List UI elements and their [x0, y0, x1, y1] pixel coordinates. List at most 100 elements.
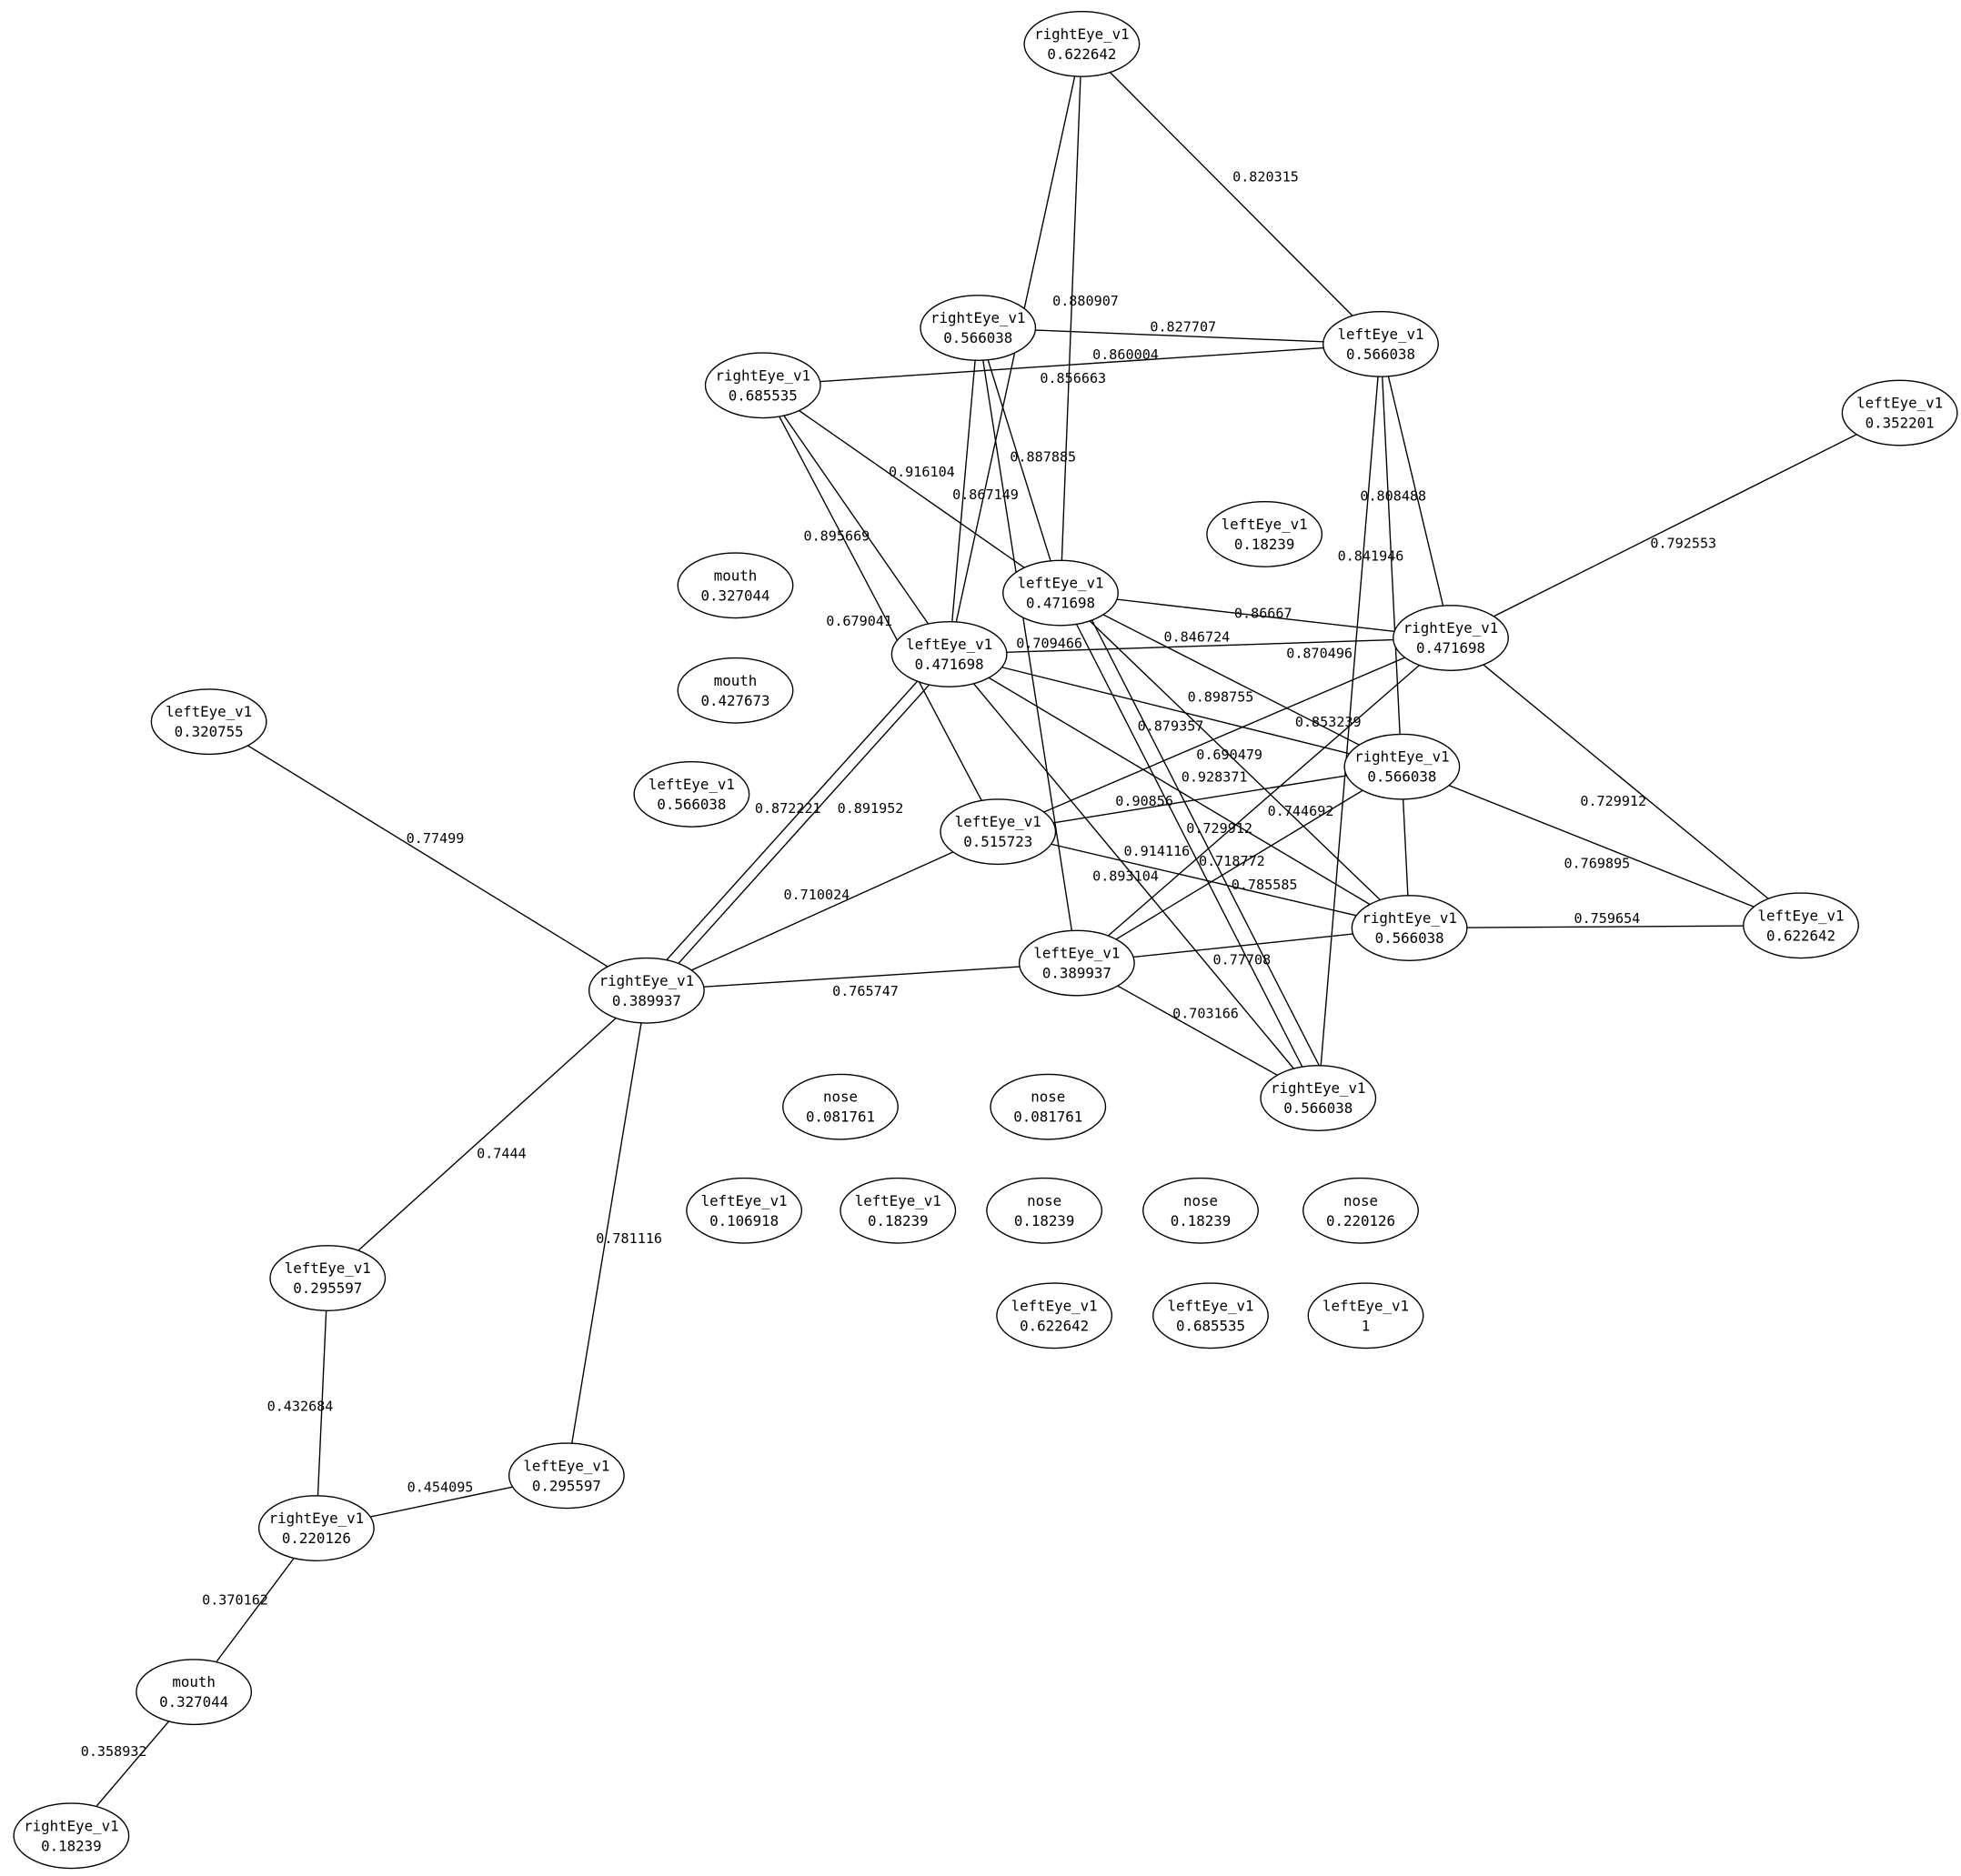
- graph-node[interactable]: rightEye_v10.566038: [1260, 1065, 1377, 1131]
- node-ellipse: [1002, 559, 1119, 627]
- node-ellipse: [508, 1442, 625, 1510]
- graph-edge: [1380, 344, 1452, 638]
- node-ellipse: [1260, 1065, 1377, 1131]
- graph-node[interactable]: leftEye_v10.106918: [686, 1177, 803, 1244]
- edge-weight-label: 0.781116: [596, 1230, 662, 1247]
- node-value: 0.515723: [963, 833, 1032, 850]
- node-label: leftEye_v1: [855, 1192, 941, 1209]
- node-label: rightEye_v1: [1403, 619, 1499, 637]
- edge-weight-label: 0.709466: [1016, 636, 1082, 652]
- edge-weight-label: 0.729912: [1580, 793, 1646, 809]
- edge-weight-label: 0.77708: [1213, 951, 1272, 968]
- graph-node[interactable]: nose 0.18239: [986, 1177, 1103, 1244]
- edge-weight-label: 0.690479: [1196, 747, 1262, 763]
- node-label: leftEye_v1: [166, 703, 252, 720]
- graph-edge: [762, 343, 1382, 386]
- node-ellipse: [1841, 379, 1958, 446]
- edge-weight-label: 0.820315: [1232, 169, 1299, 186]
- edge-weight-label: 0.872221: [755, 800, 821, 817]
- graph-edge: [1060, 592, 1403, 767]
- node-label: nose: [1027, 1192, 1061, 1209]
- edge-weight-label: 0.895669: [803, 527, 870, 544]
- graph-node[interactable]: leftEye_v1 0.18239: [1206, 500, 1323, 567]
- node-ellipse: [990, 1073, 1107, 1140]
- node-label: leftEye_v1: [1322, 1297, 1409, 1314]
- edge-weight-label: 0.887885: [1010, 449, 1076, 466]
- node-label: rightEye_v1: [715, 366, 810, 384]
- node-value: 0.352201: [1865, 415, 1935, 432]
- edge-weight-label: 0.891952: [838, 800, 904, 817]
- graph-node[interactable]: leftEye_v10.622642: [1743, 892, 1859, 959]
- graph-node[interactable]: rightEye_v10.566038: [1351, 895, 1468, 961]
- graph-node[interactable]: rightEye_v10.389937: [588, 957, 705, 1024]
- node-ellipse: [269, 1245, 387, 1311]
- graph-edge: [762, 385, 999, 832]
- graph-node[interactable]: rightEye_v1 0.685535: [704, 352, 821, 419]
- node-value: 0.566038: [1367, 768, 1436, 786]
- graph-node[interactable]: leftEye_v10.471698: [890, 620, 1008, 687]
- edge-weight-label: 0.928371: [1182, 769, 1248, 786]
- node-value: 0.471698: [1026, 595, 1095, 612]
- node-ellipse: [1023, 10, 1141, 77]
- node-value: 0.320755: [175, 723, 244, 740]
- edge-weight-label: 0.7444: [477, 1146, 527, 1162]
- node-label: rightEye_v1: [930, 309, 1026, 326]
- graph-node[interactable]: leftEye_v10.685535: [1152, 1282, 1269, 1349]
- node-value: 0.566038: [1375, 929, 1444, 947]
- node-value: 0.327044: [700, 587, 769, 604]
- node-value: 0.295597: [293, 1279, 362, 1297]
- edge-labels-layer: 0.8203150.8809070.8566630.8277070.860004…: [81, 169, 1716, 1760]
- graph-node[interactable]: leftEye_v10.566038: [1322, 310, 1439, 377]
- node-value: 0.18239: [1014, 1212, 1075, 1229]
- node-label: leftEye_v1: [1856, 395, 1943, 412]
- edge-weight-label: 0.856663: [1040, 370, 1106, 386]
- graph-node[interactable]: leftEye_v10.18239: [840, 1177, 957, 1244]
- graph-node[interactable]: rightEye_v10.566038: [1343, 733, 1461, 800]
- edge-weight-label: 0.860004: [1092, 346, 1159, 363]
- graph-node[interactable]: rightEye_v10.220126: [257, 1495, 375, 1561]
- graph-node[interactable]: leftEye_v10.471698: [1002, 559, 1119, 627]
- node-ellipse: [1351, 895, 1468, 961]
- edge-weight-label: 0.454095: [407, 1480, 474, 1496]
- graph-edge: [208, 721, 648, 991]
- node-value: 0.622642: [1020, 1317, 1089, 1334]
- node-value: 0.18239: [1234, 536, 1295, 553]
- graph-node[interactable]: leftEye_v10.566038: [633, 760, 750, 828]
- graph-node[interactable]: leftEye_v10.515723: [940, 798, 1057, 866]
- node-ellipse: [1307, 1282, 1424, 1349]
- graph-node[interactable]: leftEye_v1 0.320755: [150, 688, 267, 756]
- graph-node[interactable]: rightEye_v10.18239: [13, 1802, 130, 1870]
- node-ellipse: [150, 688, 267, 756]
- graph-edge: [566, 990, 648, 1476]
- graph-node[interactable]: leftEye_v11: [1307, 1282, 1424, 1349]
- graph-node[interactable]: leftEye_v10.389937: [1018, 929, 1135, 997]
- graph-node[interactable]: leftEye_v10.622642: [996, 1282, 1113, 1349]
- graph-node[interactable]: rightEye_v10.471698: [1393, 605, 1509, 671]
- graph-node[interactable]: leftEye_v10.295597: [508, 1442, 625, 1510]
- node-ellipse: [633, 760, 750, 828]
- graph-node[interactable]: leftEye_v1 0.352201: [1841, 379, 1958, 446]
- node-ellipse: [986, 1177, 1103, 1244]
- node-label: leftEye_v1: [1222, 516, 1308, 533]
- graph-edge: [1450, 412, 1900, 639]
- node-value: 0.622642: [1047, 45, 1116, 63]
- graph-edge: [998, 830, 1410, 929]
- graph-node[interactable]: rightEye_v10.566038: [920, 295, 1037, 361]
- graph-edge: [639, 653, 942, 991]
- edge-weight-label: 0.370162: [202, 1591, 268, 1608]
- node-value: 0.685535: [729, 386, 798, 404]
- edge-weight-label: 0.90856: [1115, 793, 1173, 809]
- node-ellipse: [257, 1495, 375, 1561]
- node-value: 0.427673: [700, 692, 769, 709]
- node-ellipse: [136, 1659, 253, 1726]
- graph-edge: [762, 385, 1061, 594]
- graph-node[interactable]: leftEye_v10.295597: [269, 1245, 387, 1311]
- graph-node[interactable]: rightEye_v10.622642: [1023, 10, 1141, 77]
